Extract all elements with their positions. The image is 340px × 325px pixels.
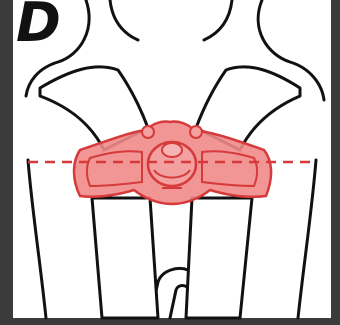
step-letter-label: D [16, 0, 59, 50]
right-lower-strap [186, 198, 252, 318]
left-lower-strap [92, 198, 158, 318]
